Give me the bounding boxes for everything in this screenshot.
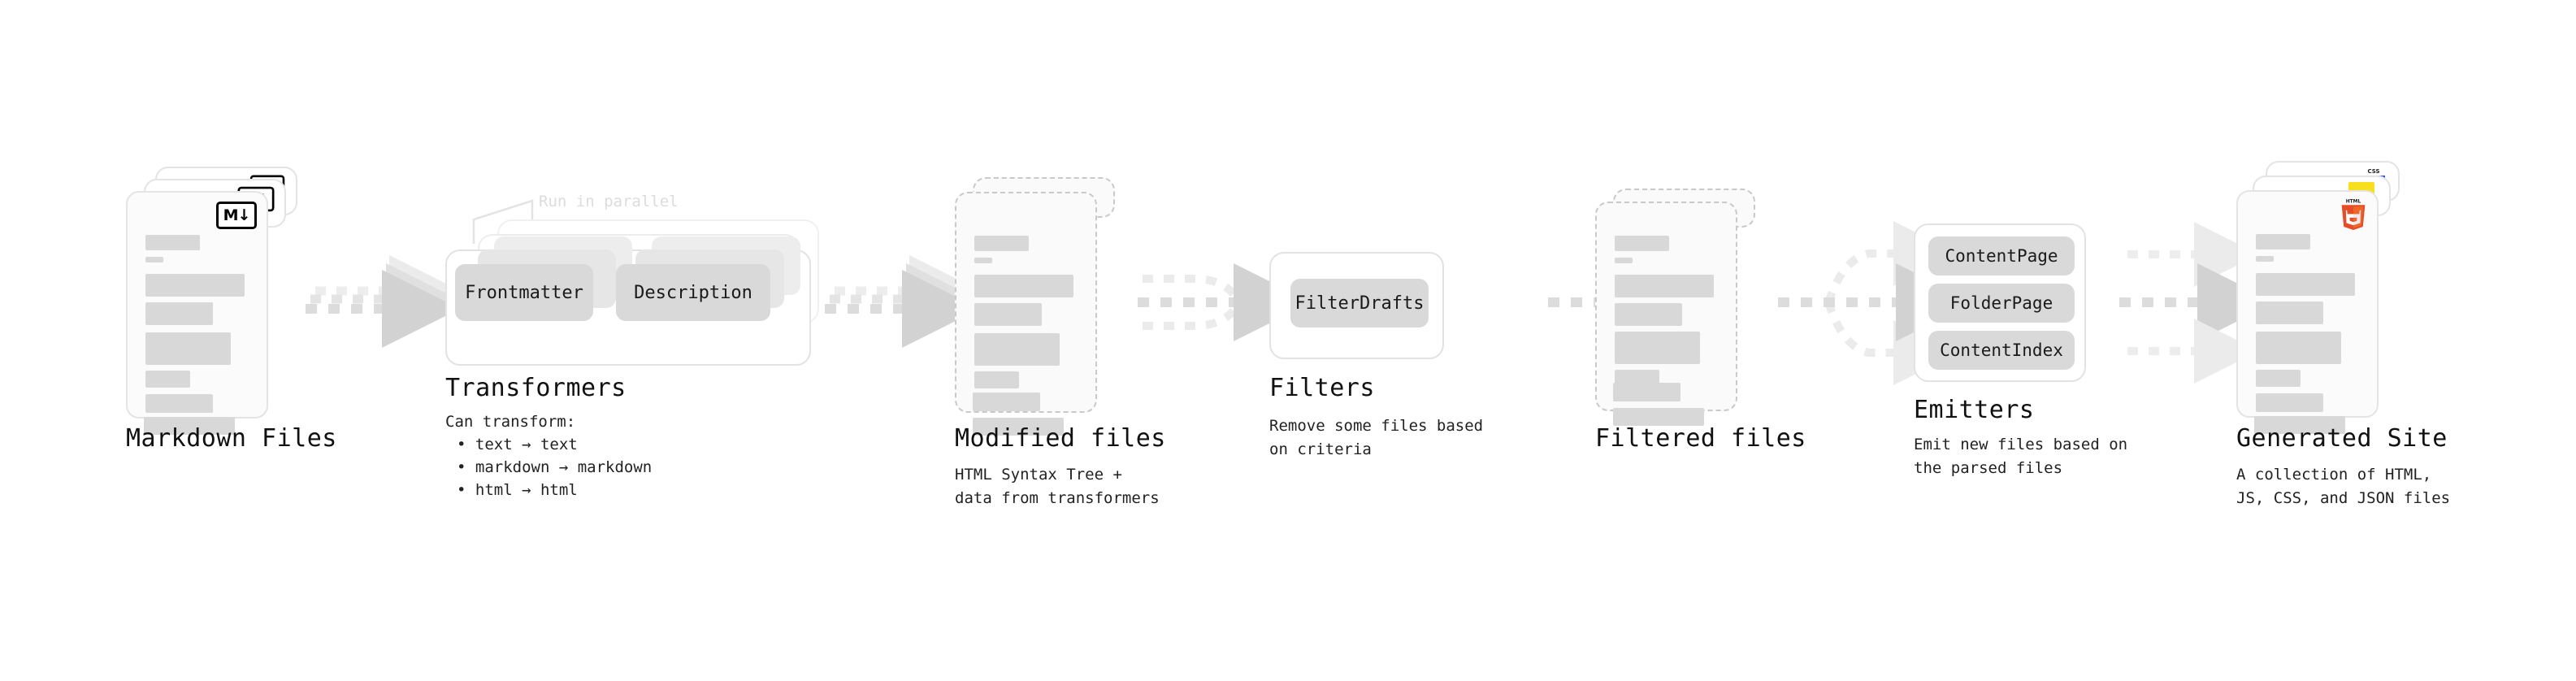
transformers-bullet-0: • text → text [457, 436, 578, 453]
skeleton-bar [2256, 370, 2301, 387]
skeleton-bar [1615, 303, 1682, 326]
skeleton-bar [1615, 370, 1659, 387]
skeleton-bar [145, 257, 163, 262]
pill-contentpage-label: ContentPage [1945, 246, 2058, 266]
stage-markdown-files: M↓ M↓ M↓ [126, 167, 301, 435]
label-modified-files: Modified files [955, 424, 1166, 453]
generated-site-stack: CSS HTML [2236, 161, 2411, 434]
markdown-badge: M↓ [216, 202, 257, 229]
stage-filters: FilterDrafts [1269, 252, 1444, 359]
pill-filterdrafts[interactable]: FilterDrafts [1290, 279, 1429, 327]
pill-frontmatter-label: Frontmatter [465, 282, 583, 303]
label-emitters: Emitters [1914, 396, 2035, 424]
modified-file-stack [955, 177, 1130, 436]
skeleton-bar [1615, 236, 1669, 251]
file-card-front [1595, 202, 1737, 411]
filters-frame: FilterDrafts [1269, 252, 1444, 359]
skeleton-bar [145, 332, 231, 365]
skeleton-bar [1613, 383, 1680, 401]
skeleton-bar [974, 333, 1060, 366]
skeleton-bar [2256, 301, 2323, 324]
pill-contentpage[interactable]: ContentPage [1928, 236, 2075, 275]
file-card-front: HTML [2236, 190, 2379, 418]
connector-md-to-transformers [306, 255, 461, 348]
pill-description[interactable]: Description [616, 264, 770, 321]
label-transformers: Transformers [445, 374, 627, 402]
pill-filterdrafts-label: FilterDrafts [1295, 293, 1425, 314]
label-markdown-files: Markdown Files [126, 424, 337, 453]
skeleton-bar [2256, 393, 2323, 412]
filtered-file-stack [1595, 189, 1770, 426]
transformers-stack: Frontmatter Description [445, 219, 819, 366]
stage-modified-files [955, 177, 1130, 436]
skeleton-bar [145, 302, 213, 325]
skeleton-bar [1615, 332, 1700, 364]
html5-shield-icon: HTML [2341, 200, 2366, 230]
stage-transformers: Frontmatter Description [445, 219, 819, 366]
skeleton-bar [973, 393, 1040, 411]
connector-modified-to-filters [1138, 263, 1312, 341]
stage-generated-site: CSS HTML [2236, 161, 2411, 434]
skeleton-bar [973, 418, 1064, 436]
skeleton-bar [144, 417, 235, 435]
label-filters: Filters [1269, 374, 1375, 402]
transformers-subtitle-heading: Can transform: [445, 413, 576, 431]
transformer-frame-front: Frontmatter Description [445, 236, 811, 366]
skeleton-bar [145, 274, 245, 297]
caption-run-in-parallel: Run in parallel [539, 193, 679, 210]
skeleton-bar [974, 303, 1042, 326]
pill-contentindex[interactable]: ContentIndex [1928, 331, 2075, 370]
pill-frontmatter[interactable]: Frontmatter [455, 264, 593, 321]
skeleton-bar [974, 275, 1073, 297]
stage-emitters: ContentPage FolderPage ContentIndex [1914, 223, 2086, 382]
connector-transformers-to-modified [825, 255, 981, 348]
skeleton-bar [145, 371, 190, 388]
skeleton-bar [974, 236, 1029, 251]
skeleton-bar [145, 235, 200, 250]
emitters-subtitle: Emit new files based on the parsed files [1914, 436, 2128, 477]
skeleton-bar [145, 394, 213, 413]
pill-contentindex-label: ContentIndex [1940, 340, 2063, 360]
css-badge-label: CSS [2367, 168, 2380, 175]
pill-folderpage[interactable]: FolderPage [1928, 284, 2075, 323]
skeleton-bar [1615, 258, 1633, 263]
file-card-front: M↓ [126, 191, 268, 419]
pill-description-label: Description [634, 282, 752, 303]
skeleton-bar [1615, 275, 1714, 297]
transformers-bullet-1: • markdown → markdown [457, 458, 653, 476]
skeleton-bar [1613, 408, 1704, 426]
skeleton-bar [974, 371, 1019, 388]
html5-badge: HTML [2340, 198, 2367, 231]
skeleton-bar [2256, 256, 2274, 262]
modified-files-subtitle: HTML Syntax Tree + data from transformer… [955, 466, 1160, 507]
generated-site-subtitle: A collection of HTML, JS, CSS, and JSON … [2236, 466, 2451, 507]
emitters-frame: ContentPage FolderPage ContentIndex [1914, 223, 2086, 382]
skeleton-bar [2256, 332, 2341, 364]
svg-text:HTML: HTML [2346, 200, 2361, 205]
connector-filtered-to-emitters [1778, 221, 1974, 385]
transformers-bullet-2: • html → html [457, 481, 578, 499]
skeleton-bar [2256, 234, 2310, 249]
connector-emitters-to-site [2119, 222, 2275, 384]
stage-filtered-files [1595, 189, 1770, 426]
markdown-file-stack: M↓ M↓ M↓ [126, 167, 301, 435]
skeleton-bar [974, 258, 992, 263]
label-filtered-files: Filtered files [1595, 424, 1806, 453]
filters-subtitle: Remove some files based on criteria [1269, 417, 1484, 458]
file-card-front [955, 192, 1097, 413]
skeleton-bar [2254, 416, 2345, 434]
pill-folderpage-label: FolderPage [1949, 293, 2053, 313]
skeleton-bar [2256, 273, 2355, 296]
label-generated-site: Generated Site [2236, 424, 2448, 453]
